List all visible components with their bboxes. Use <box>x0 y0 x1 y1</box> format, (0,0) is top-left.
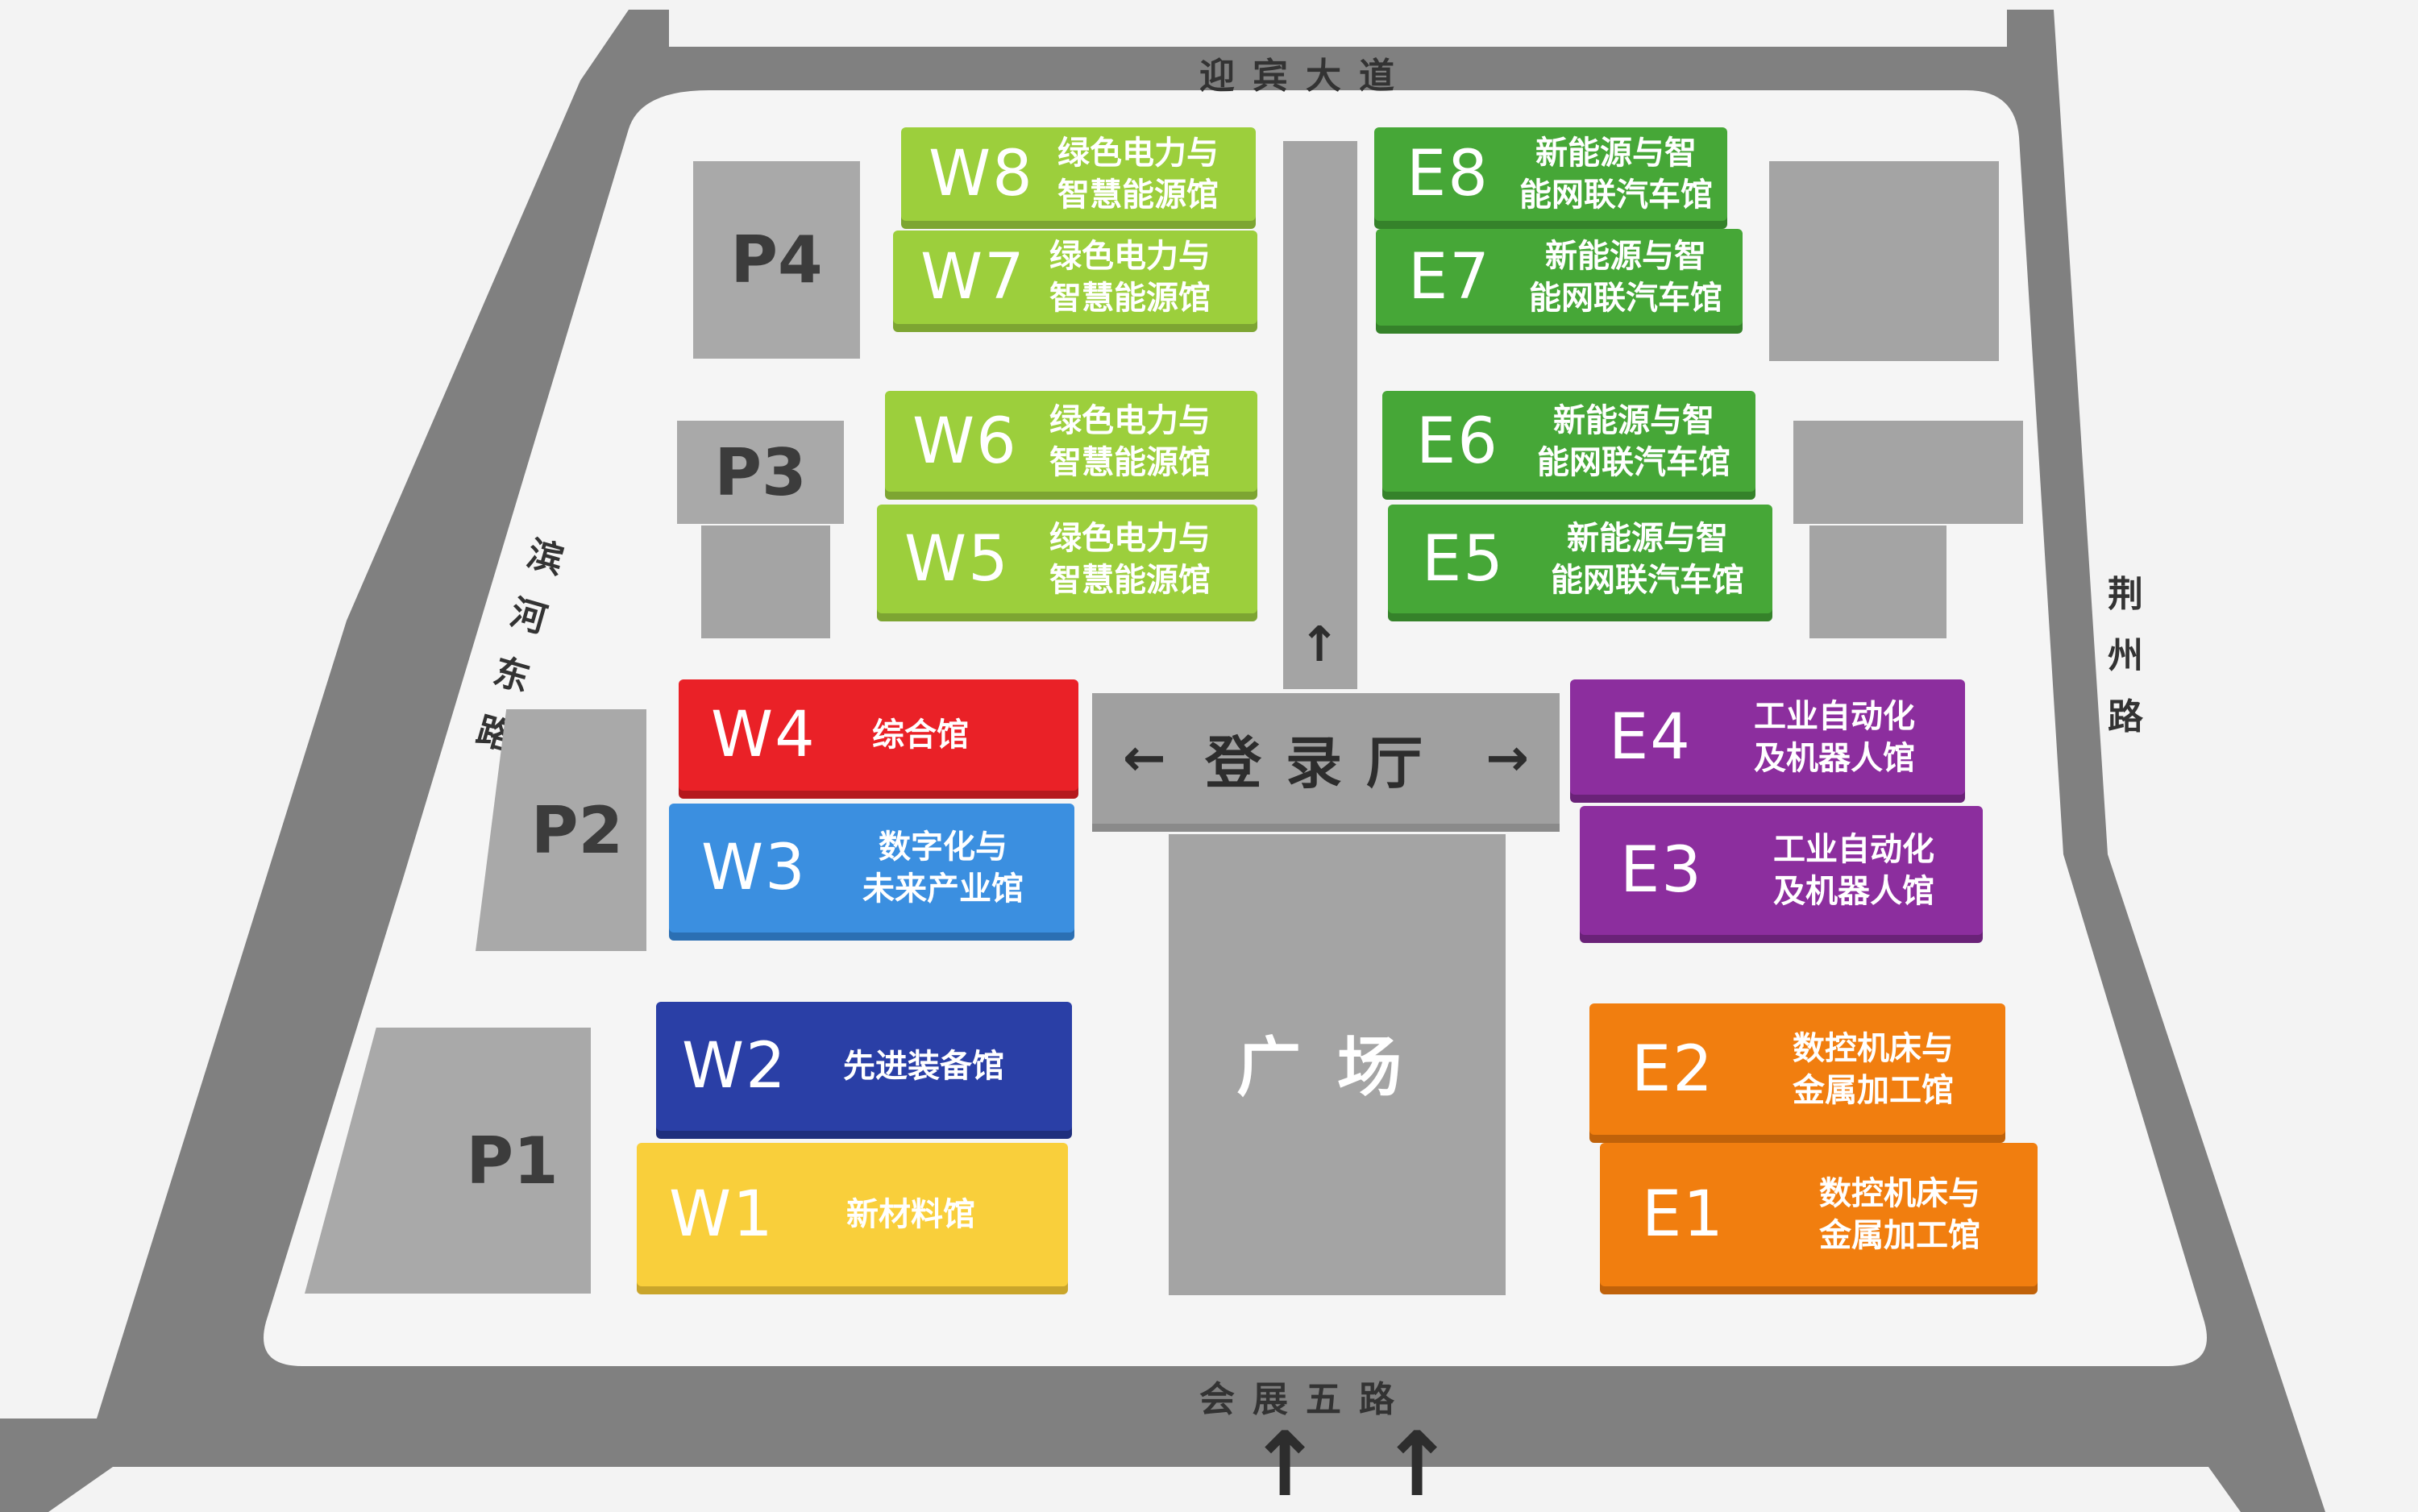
hall-e3[interactable]: E3 工业自动化 及机器人馆 <box>1580 806 1983 935</box>
hall-e4-name: 工业自动化 及机器人馆 <box>1754 697 1915 777</box>
hall-e1[interactable]: E1 数控机床与 金属加工馆 <box>1600 1143 2038 1286</box>
hall-w2-name: 先进装备馆 <box>843 1048 1004 1085</box>
hall-w6-code: W6 <box>912 405 1018 478</box>
lobby-right-arrow: → <box>1485 729 1529 788</box>
hall-w4-code: W4 <box>711 699 816 771</box>
hall-e3-name: 工业自动化 及机器人馆 <box>1773 831 1934 910</box>
hall-e8-code: E8 <box>1406 138 1489 210</box>
lobby-label: 登录厅 <box>1205 729 1447 796</box>
hall-e1-name: 数控机床与 金属加工馆 <box>1819 1175 1980 1254</box>
hall-w4-name: 综合馆 <box>872 717 969 754</box>
hall-w3-code: W3 <box>701 832 807 904</box>
lobby-left-arrow: ← <box>1123 729 1166 788</box>
hall-e8-name: 新能源与智 能网联汽车馆 <box>1519 135 1713 214</box>
hall-e2-name: 数控机床与 金属加工馆 <box>1793 1029 1954 1109</box>
parking-p4-label: P4 <box>730 222 823 297</box>
hall-e8[interactable]: E8 新能源与智 能网联汽车馆 <box>1374 127 1727 221</box>
parking-p4[interactable]: P4 <box>693 161 860 359</box>
hall-e4[interactable]: E4 工业自动化 及机器人馆 <box>1570 679 1965 795</box>
road-east-text: 荆州路 <box>2108 574 2143 737</box>
hall-w5[interactable]: W5 绿色电力与 智慧能源馆 <box>877 505 1257 613</box>
parking-p3-annex <box>701 525 830 638</box>
east-block-south <box>1809 525 1946 638</box>
parking-p2[interactable]: P2 <box>476 709 646 951</box>
hall-e6-code: E6 <box>1416 405 1499 478</box>
corridor-up-arrow: ↑ <box>1299 617 1340 673</box>
hall-e4-code: E4 <box>1609 700 1692 774</box>
hall-e5-name: 新能源与智 能网联汽车馆 <box>1551 519 1744 599</box>
hall-e2[interactable]: E2 数控机床与 金属加工馆 <box>1589 1003 2005 1135</box>
hall-w5-code: W5 <box>904 522 1010 596</box>
hall-w3[interactable]: W3 数字化与 未来产业馆 <box>669 804 1074 933</box>
east-block-north <box>1769 161 1999 361</box>
hall-e2-code: E2 <box>1631 1032 1714 1106</box>
plaza[interactable]: 广场 <box>1169 834 1506 1295</box>
hall-w1-code: W1 <box>669 1178 775 1251</box>
hall-w7-code: W7 <box>920 241 1026 314</box>
east-block-middle <box>1793 421 2023 524</box>
hall-w8[interactable]: W8 绿色电力与 智慧能源馆 <box>901 127 1256 221</box>
hall-e3-code: E3 <box>1620 834 1703 907</box>
parking-p1-label: P1 <box>466 1123 559 1198</box>
road-south-label: 会展五路 <box>1199 1379 1412 1420</box>
hall-w7[interactable]: W7 绿色电力与 智慧能源馆 <box>893 231 1257 324</box>
plaza-label: 广场 <box>1236 1030 1438 1105</box>
road-north-label: 迎宾大道 <box>1199 56 1412 97</box>
registration-lobby[interactable]: ← 登录厅 → <box>1092 693 1560 824</box>
hall-w6[interactable]: W6 绿色电力与 智慧能源馆 <box>885 391 1257 492</box>
central-corridor <box>1283 141 1357 689</box>
hall-w3-name: 数字化与 未来产业馆 <box>862 829 1024 908</box>
hall-w5-name: 绿色电力与 智慧能源馆 <box>1049 519 1211 599</box>
hall-e5-code: E5 <box>1422 522 1505 596</box>
hall-w1[interactable]: W1 新材料馆 <box>637 1143 1068 1286</box>
hall-w1-name: 新材料馆 <box>846 1196 975 1233</box>
hall-w6-name: 绿色电力与 智慧能源馆 <box>1049 401 1211 481</box>
parking-p2-label: P2 <box>530 792 624 868</box>
parking-p3[interactable]: P3 <box>677 421 844 524</box>
hall-w2[interactable]: W2 先进装备馆 <box>656 1002 1072 1131</box>
road-east-label: 荆州路 <box>2105 564 2146 748</box>
hall-e1-code: E1 <box>1642 1178 1725 1251</box>
hall-w8-name: 绿色电力与 智慧能源馆 <box>1057 135 1219 214</box>
hall-w4[interactable]: W4 综合馆 <box>679 679 1078 791</box>
hall-e6[interactable]: E6 新能源与智 能网联汽车馆 <box>1382 391 1755 492</box>
entrance-arrow-right: ↑ <box>1380 1413 1455 1512</box>
hall-w7-name: 绿色电力与 智慧能源馆 <box>1049 238 1211 317</box>
hall-w8-code: W8 <box>929 138 1034 210</box>
entrance-arrow-left: ↑ <box>1248 1413 1323 1512</box>
hall-e5[interactable]: E5 新能源与智 能网联汽车馆 <box>1388 505 1772 613</box>
hall-e6-name: 新能源与智 能网联汽车馆 <box>1537 401 1730 481</box>
hall-e7[interactable]: E7 新能源与智 能网联汽车馆 <box>1376 229 1743 326</box>
hall-e7-name: 新能源与智 能网联汽车馆 <box>1529 238 1722 317</box>
parking-p3-label: P3 <box>714 434 807 510</box>
hall-e7-code: E7 <box>1408 241 1491 314</box>
hall-w2-code: W2 <box>682 1030 787 1103</box>
